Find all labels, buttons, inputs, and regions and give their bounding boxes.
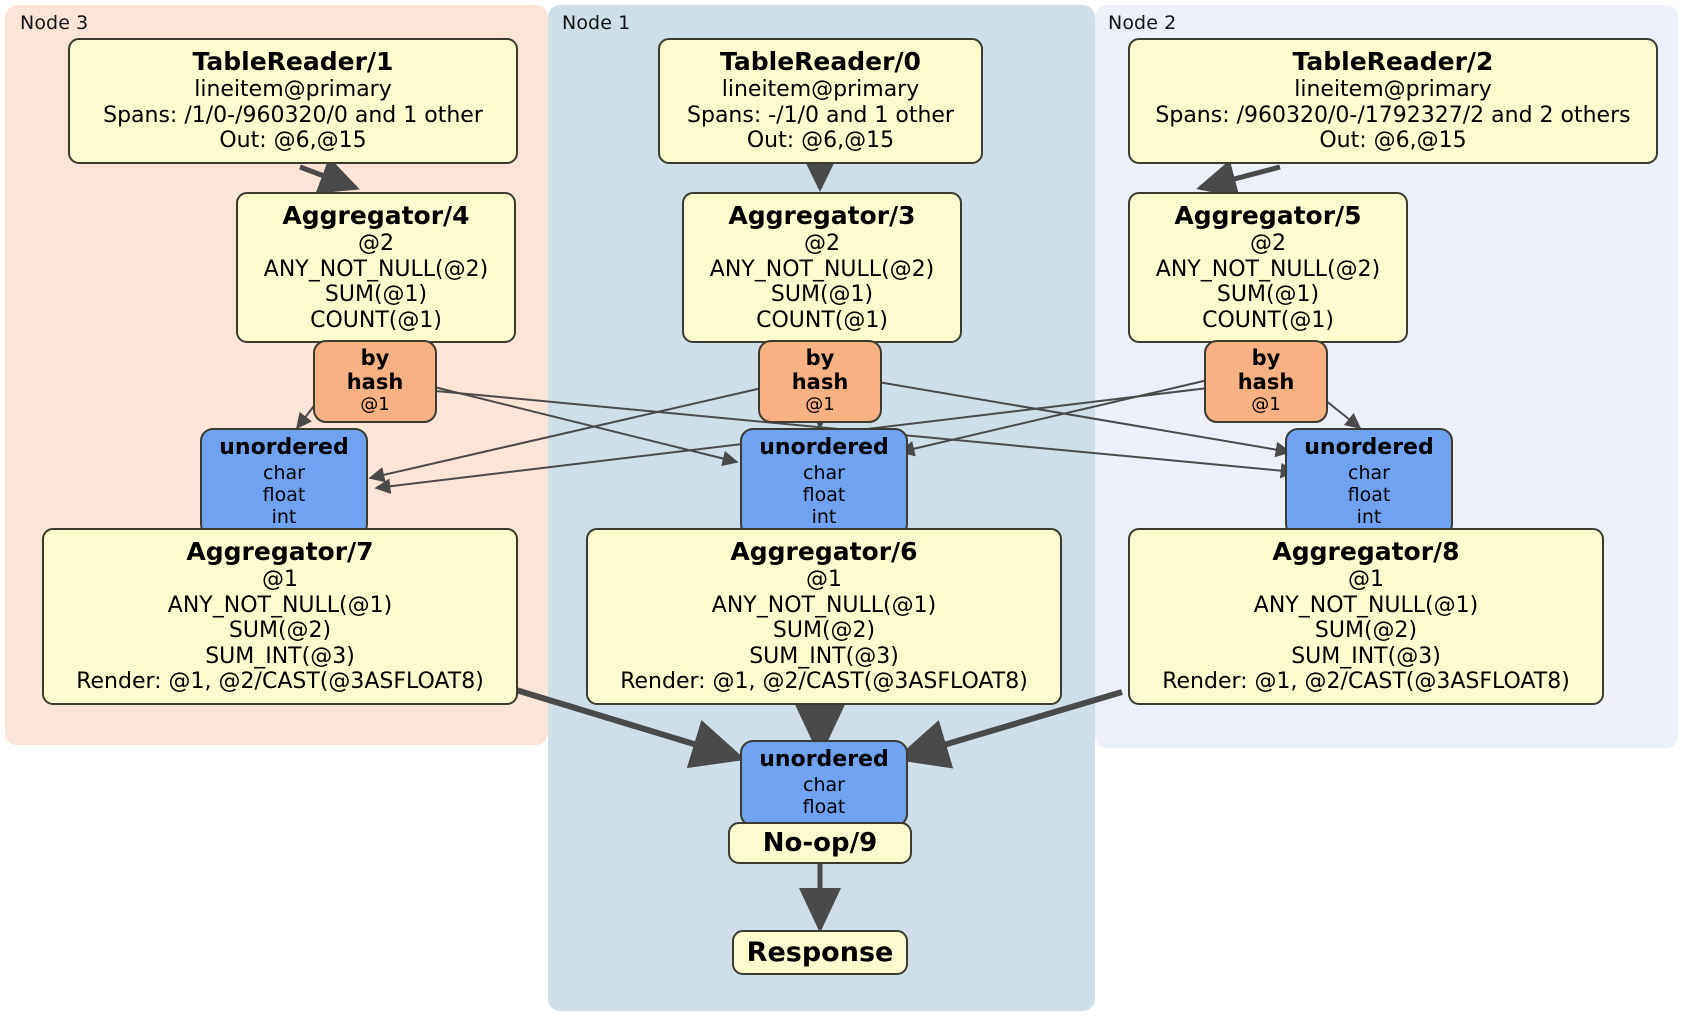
node-line: @1 — [1348, 567, 1384, 592]
sync-line: char — [263, 461, 305, 484]
node-line: COUNT(@1) — [1202, 307, 1334, 333]
processor-no-op-9[interactable]: No-op/9 — [728, 822, 912, 865]
node-title: Aggregator/4 — [282, 201, 470, 230]
node-line: Out: @6,@15 — [219, 128, 367, 154]
sync-line: float — [802, 483, 846, 506]
node-title: TableReader/1 — [192, 47, 394, 76]
processor-aggregator-5[interactable]: Aggregator/5 @2 ANY_NOT_NULL(@2) SUM(@1)… — [1128, 192, 1408, 344]
processor-aggregator-8[interactable]: Aggregator/8 @1 ANY_NOT_NULL(@1) SUM(@2)… — [1128, 528, 1604, 705]
sync-line: char — [803, 773, 845, 796]
processor-aggregator-4[interactable]: Aggregator/4 @2 ANY_NOT_NULL(@2) SUM(@1)… — [236, 192, 516, 344]
node-line: SUM(@2) — [1314, 618, 1418, 644]
synchronizer-unordered-final[interactable]: unordered char float — [740, 740, 908, 827]
synchronizer-unordered-left[interactable]: unordered char float int — [200, 428, 368, 537]
router-title: by hash — [791, 346, 849, 395]
node-line: @1 — [806, 567, 842, 592]
router-title: by hash — [346, 346, 404, 395]
node-title: Aggregator/5 — [1174, 201, 1362, 230]
node-line: lineitem@primary — [721, 77, 920, 102]
sync-line: float — [1347, 483, 1391, 506]
sync-line: float — [802, 795, 846, 818]
panel-label-node-1: Node 1 — [562, 12, 631, 34]
sync-line: int — [1356, 505, 1382, 528]
node-line: SUM(@1) — [770, 282, 874, 308]
node-line: Spans: /960320/0-/1792327/2 and 2 others — [1155, 102, 1631, 128]
node-line: @2 — [358, 231, 394, 256]
panel-label-node-2: Node 2 — [1108, 12, 1177, 34]
sync-line: char — [1348, 461, 1390, 484]
node-line: lineitem@primary — [1294, 77, 1492, 102]
node-title: No-op/9 — [762, 828, 878, 858]
router-title: by hash — [1237, 346, 1295, 395]
processor-tablereader-1[interactable]: TableReader/1 lineitem@primary Spans: /1… — [68, 38, 518, 164]
sync-line: float — [262, 483, 306, 506]
node-line: lineitem@primary — [194, 77, 392, 102]
processor-tablereader-2[interactable]: TableReader/2 lineitem@primary Spans: /9… — [1128, 38, 1658, 164]
node-line: SUM(@2) — [772, 618, 876, 644]
node-line: ANY_NOT_NULL(@1) — [167, 592, 393, 618]
synchronizer-unordered-center[interactable]: unordered char float int — [740, 428, 908, 537]
node-title: Aggregator/6 — [730, 537, 918, 566]
node-line: ANY_NOT_NULL(@1) — [1253, 592, 1479, 618]
node-line: Out: @6,@15 — [1319, 128, 1467, 154]
node-title: Response — [746, 937, 894, 968]
node-line: Spans: /1/0-/960320/0 and 1 other — [103, 102, 483, 128]
node-line: ANY_NOT_NULL(@2) — [263, 256, 489, 282]
sync-title: unordered — [219, 435, 349, 460]
processor-aggregator-7[interactable]: Aggregator/7 @1 ANY_NOT_NULL(@1) SUM(@2)… — [42, 528, 518, 705]
node-line: SUM_INT(@3) — [749, 643, 899, 669]
sync-line: char — [803, 461, 845, 484]
node-line: ANY_NOT_NULL(@1) — [711, 592, 937, 618]
node-line: Out: @6,@15 — [746, 128, 895, 154]
node-title: TableReader/0 — [720, 47, 921, 76]
panel-label-node-3: Node 3 — [20, 12, 89, 34]
node-line: SUM(@1) — [1216, 282, 1320, 308]
node-line: Render: @1, @2/CAST(@3ASFLOAT8) — [1162, 669, 1570, 695]
router-by-hash-left[interactable]: by hash @1 — [313, 340, 437, 423]
sync-line: int — [811, 505, 837, 528]
sync-title: unordered — [759, 747, 889, 772]
node-title: Aggregator/8 — [1272, 537, 1460, 566]
processor-tablereader-0[interactable]: TableReader/0 lineitem@primary Spans: -/… — [658, 38, 983, 164]
sync-line: int — [271, 505, 297, 528]
node-title: Aggregator/3 — [728, 201, 916, 230]
processor-response[interactable]: Response — [732, 930, 908, 976]
node-line: SUM(@2) — [228, 618, 332, 644]
node-line: ANY_NOT_NULL(@2) — [1155, 256, 1381, 282]
node-title: TableReader/2 — [1292, 47, 1494, 76]
processor-aggregator-3[interactable]: Aggregator/3 @2 ANY_NOT_NULL(@2) SUM(@1)… — [682, 192, 962, 344]
node-line: Render: @1, @2/CAST(@3ASFLOAT8) — [620, 669, 1028, 695]
processor-aggregator-6[interactable]: Aggregator/6 @1 ANY_NOT_NULL(@1) SUM(@2)… — [586, 528, 1062, 705]
router-line: @1 — [1251, 393, 1281, 415]
node-line: @2 — [1250, 231, 1286, 256]
node-line: Render: @1, @2/CAST(@3ASFLOAT8) — [76, 669, 484, 695]
node-line: @2 — [804, 231, 840, 256]
node-line: COUNT(@1) — [756, 307, 888, 333]
router-line: @1 — [805, 393, 835, 415]
node-line: SUM(@1) — [324, 282, 428, 308]
sync-title: unordered — [1304, 435, 1434, 460]
node-line: ANY_NOT_NULL(@2) — [709, 256, 935, 282]
node-line: @1 — [262, 567, 298, 592]
router-by-hash-right[interactable]: by hash @1 — [1204, 340, 1328, 423]
node-title: Aggregator/7 — [186, 537, 374, 566]
node-line: COUNT(@1) — [310, 307, 442, 333]
node-line: SUM_INT(@3) — [1291, 643, 1441, 669]
node-line: SUM_INT(@3) — [205, 643, 355, 669]
router-line: @1 — [360, 393, 390, 415]
synchronizer-unordered-right[interactable]: unordered char float int — [1285, 428, 1453, 537]
router-by-hash-center[interactable]: by hash @1 — [758, 340, 882, 423]
node-line: Spans: -/1/0 and 1 other — [687, 102, 954, 128]
sync-title: unordered — [759, 435, 889, 460]
